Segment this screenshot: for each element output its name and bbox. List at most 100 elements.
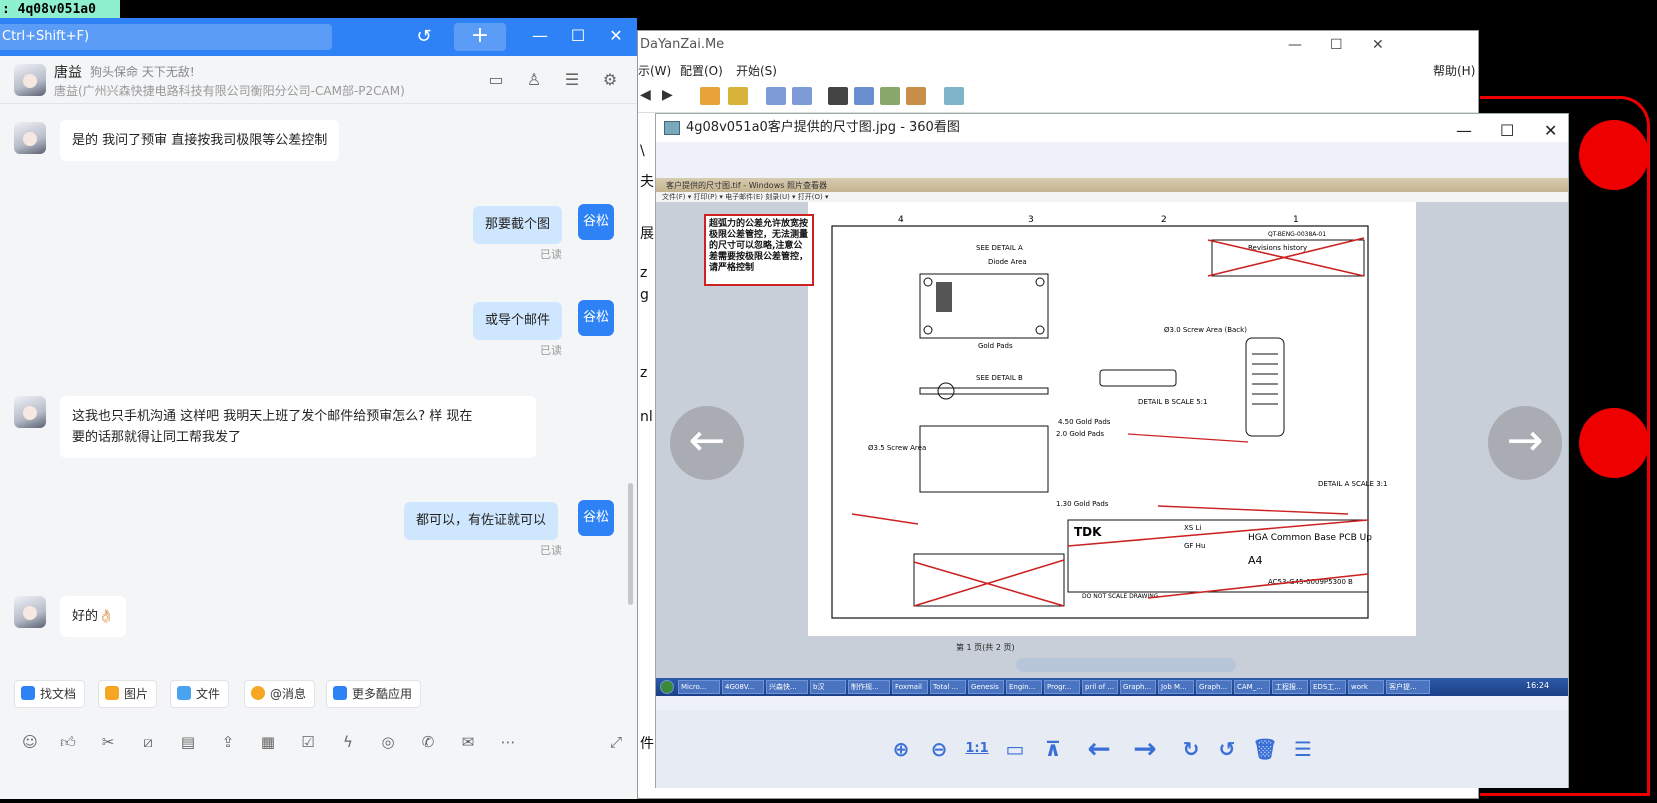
drawing-label: SEE DETAIL B [976,374,1023,382]
gear-icon[interactable]: ⚙ [602,70,618,89]
menu-item-view[interactable]: 示(W) [638,64,672,78]
ftp-icon[interactable] [766,87,786,105]
taskbar-item: Total ... [930,680,966,694]
rotate-left-icon[interactable]: ↺ [1218,737,1236,761]
message-bubble[interactable]: 好的👌🏻 [60,596,127,637]
screw-hole [923,325,933,335]
image-viewer-window[interactable]: 4g08v051a0客户提供的尺寸图.jpg - 360看图 — ☐ ✕ 客户提… [655,113,1569,788]
phone-icon[interactable]: ✆ [421,733,435,751]
filter-icon[interactable] [854,87,874,105]
strike-mark [1127,433,1249,443]
book-icon[interactable] [944,87,964,105]
bgapp-menubar: 示(W) 配置(O) 开始(S) 帮助(H) [638,59,1478,81]
viewer-canvas[interactable]: 客户提供的尺寸图.tif - Windows 照片查看器 文件(F) ▾ 打印(… [656,142,1568,710]
rotate-right-icon[interactable]: ↻ [1182,737,1200,761]
minimize-button[interactable]: — [532,26,548,45]
document-add-icon[interactable]: ▤ [180,733,196,751]
tolerance-table [913,553,1065,607]
url-icon[interactable] [792,87,812,105]
no-scale-note: DO NOT SCALE DRAWING [1082,593,1159,600]
next-arrow-icon[interactable]: → [1133,732,1157,765]
inner-window-menu: 文件(F) ▾ 打印(P) ▾ 电子邮件(E) 刻录(U) ▾ 打开(O) ▾ [656,192,1568,202]
tools-icon[interactable] [906,87,926,105]
forward-arrow-icon[interactable]: ▶ [662,87,673,103]
maximize-button[interactable]: ☐ [570,26,586,45]
pcb-pad [1579,120,1649,190]
menu-icon[interactable]: ☰ [1294,737,1312,761]
inner-taskbar: Micro... 4G08V... 兴森快... b汉 制作规... Foxma… [656,678,1568,696]
calendar-icon[interactable]: ▦ [260,733,276,751]
mention-button[interactable]: @消息 [244,680,316,708]
back-arrow-icon[interactable]: ◀ [640,87,651,103]
slash-command-icon[interactable]: ⧄ [143,733,153,751]
history-icon[interactable]: ↺ [416,26,432,47]
mail-icon[interactable]: ✉ [461,733,475,751]
network-icon[interactable] [880,87,900,105]
search-input[interactable]: Ctrl+Shift+F) [0,24,332,50]
drawing-label: DETAIL A SCALE 3:1 [1318,480,1387,488]
checkbox-icon[interactable]: ☑ [301,733,315,751]
thumbs-up-icon[interactable]: 👍︎ [60,733,76,751]
folder-icon[interactable]: ▭ [488,70,504,89]
chat-scrollbar[interactable] [628,483,633,605]
screw-hole [1035,277,1045,287]
next-image-button[interactable]: → [1488,406,1562,480]
zoom-out-icon[interactable]: ⊖ [930,737,948,761]
menu-item-start[interactable]: 开始(S) [736,64,777,78]
slideshow-icon[interactable]: ⊼ [1044,737,1062,761]
add-user-icon[interactable]: ♙ [526,70,542,89]
scissors-icon[interactable]: ✂ [101,733,115,751]
contact-name: 唐益 [54,65,82,81]
screw-hole [923,277,933,287]
viewer-maximize-button[interactable]: ☐ [1500,121,1515,140]
gift-icon[interactable] [700,87,720,105]
delete-icon[interactable]: 🗑︎ [1252,737,1278,761]
binoculars-icon[interactable] [828,87,848,105]
more-icon[interactable]: ⋯ [500,733,516,751]
message-bubble[interactable]: 都可以，有佐证就可以 [404,502,559,540]
image-button[interactable]: 图片 [98,680,158,708]
self-avatar[interactable]: 谷松 [578,300,614,336]
bgapp-minimize-button[interactable]: — [1288,37,1302,53]
lightning-icon[interactable]: ϟ [343,733,353,751]
displayed-screenshot: 客户提供的尺寸图.tif - Windows 照片查看器 文件(F) ▾ 打印(… [656,178,1568,696]
self-avatar[interactable]: 谷松 [578,500,614,536]
expand-icon[interactable]: ⤢ [609,733,622,751]
menu-item-config[interactable]: 配置(O) [680,64,723,78]
file-button[interactable]: 文件 [170,680,230,708]
chat-window[interactable]: Ctrl+Shift+F) ↺ + — ☐ ✕ 唐益 狗头保命 天下无敌! 唐益… [0,18,637,799]
menu-item-help[interactable]: 帮助(H) [1433,64,1476,78]
message-bubble[interactable]: 或导个邮件 [473,302,563,340]
sender-avatar[interactable] [14,596,46,628]
find-document-button[interactable]: 找文档 [14,680,86,708]
search-history-icon[interactable]: ☰ [564,70,580,89]
upload-icon[interactable]: ⇪ [221,733,235,751]
open-folder-icon[interactable]: ▭ [1005,737,1025,761]
close-button[interactable]: ✕ [609,26,623,45]
revisions-table [1211,239,1365,277]
bgapp-maximize-button[interactable]: ☐ [1330,37,1343,53]
more-apps-button[interactable]: 更多酷应用 [326,680,422,708]
screen-share-icon[interactable]: ◎ [381,733,395,751]
package-icon[interactable] [728,87,748,105]
message-bubble[interactable]: 这我也只手机沟通 这样吧 我明天上班了发个邮件给预审怎么? 样 现在 要的话那就… [60,396,536,458]
quick-action-label: 找文档 [40,687,77,701]
message-bubble[interactable]: 那要截个图 [473,206,563,244]
viewer-minimize-button[interactable]: — [1456,121,1472,140]
sender-avatar[interactable] [14,396,46,428]
actual-size-button[interactable]: 1:1 [965,741,989,756]
part-number: AC53-G45-0009P5300 [1268,578,1346,586]
zoom-in-icon[interactable]: ⊕ [892,737,910,761]
emoji-icon[interactable]: ☺ [22,733,38,751]
previous-arrow-icon[interactable]: ← [1087,732,1111,765]
part-bottom-view [919,425,1049,493]
self-avatar[interactable]: 谷松 [578,204,614,240]
contact-avatar[interactable] [14,64,46,96]
bgapp-close-button[interactable]: ✕ [1372,37,1384,53]
previous-image-button[interactable]: ← [670,406,744,480]
sender-avatar[interactable] [14,122,46,154]
viewer-close-button[interactable]: ✕ [1544,121,1558,140]
taskbar-item: Engin... [1006,680,1042,694]
add-button[interactable]: + [454,23,506,51]
message-bubble[interactable]: 是的 我问了预审 直接按我司极限等公差控制 [60,120,340,161]
